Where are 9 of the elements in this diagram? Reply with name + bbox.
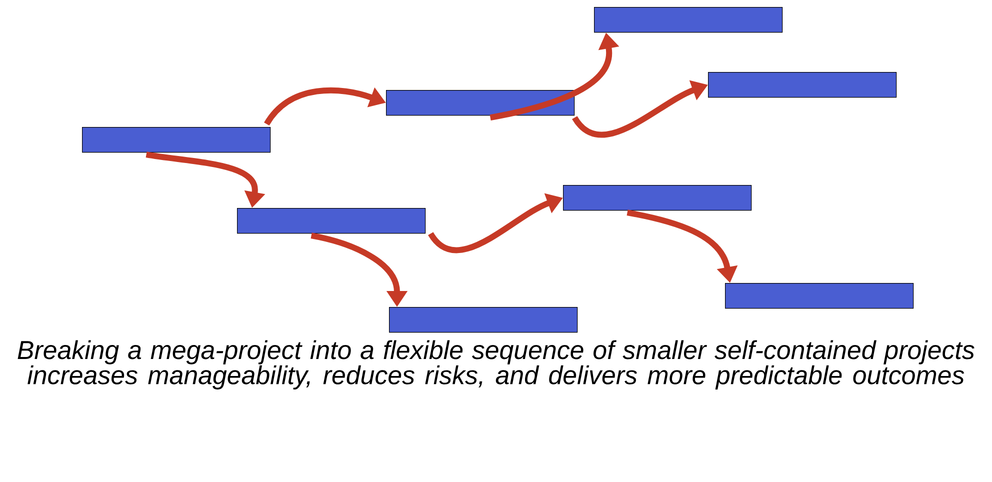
task-bar xyxy=(708,72,897,98)
task-bar xyxy=(725,282,914,309)
task-bar xyxy=(563,184,752,211)
task-bar xyxy=(389,306,578,333)
task-bar xyxy=(594,7,783,33)
caption: Breaking a mega-project into a flexible sequence of smaller self-contained projects increases manageability, reduces risks, and delivers more predictable outcomes xyxy=(18,340,974,390)
task-bar xyxy=(237,208,426,234)
task-bar xyxy=(82,127,271,153)
task-bar xyxy=(386,90,575,116)
